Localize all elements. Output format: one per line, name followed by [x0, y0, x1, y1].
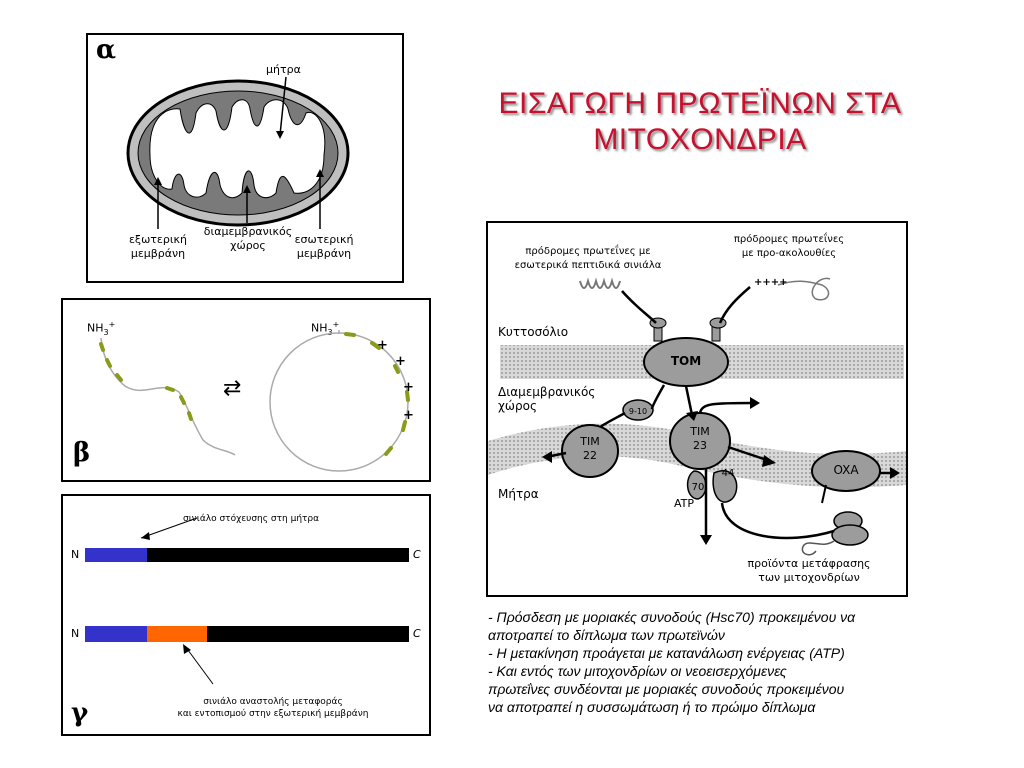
- note-line-6: να αποτραπεί η συσσωμάτωση ή το πρώιμο δ…: [488, 699, 816, 715]
- title-line-1: ΕΙΣΑΓΩΓΗ ΠΡΩΤΕΪΝΩΝ ΣΤΑ: [498, 87, 902, 120]
- label-tim23: TIM 23: [690, 425, 710, 452]
- unfolded-peptide: [100, 337, 236, 456]
- note-line-3: - Η μετακίνηση προάγεται με κατανάλωση ε…: [488, 645, 845, 661]
- tim22-complex: [561, 424, 619, 478]
- note-line-1: - Πρόσδεση με μοριακές συνοδούς (Hsc70) …: [488, 609, 856, 625]
- label-precursors-internal: πρόδρομες πρωτεΐνες με εσωτερικά πεπτιδι…: [514, 246, 662, 271]
- label-tim44: 44: [721, 468, 735, 479]
- plus-charge-3: +: [403, 380, 414, 395]
- label-tim22: TIM 22: [580, 435, 600, 462]
- nh3-label-left: NH3+: [87, 320, 116, 337]
- panel-letter-beta: β: [73, 438, 91, 468]
- label-tom: TOM: [670, 354, 702, 368]
- plus-charge-4: +: [403, 408, 414, 423]
- label-stop-transfer-signal: σινιάλο αναστολής μεταφοράς και εντοπισμ…: [177, 697, 369, 719]
- panel-gamma: γ σινιάλο στόχευσης στη μήτρα N C N C σι…: [61, 494, 431, 736]
- signal-bars-diagram: [85, 517, 409, 685]
- panel-letter-alpha: α: [96, 35, 117, 65]
- bar-2-stop-signal: [147, 626, 207, 642]
- oxa-complex: [811, 450, 881, 492]
- panel-letter-gamma: γ: [71, 698, 89, 728]
- nh3-label-right: NH3+: [311, 320, 340, 337]
- label-matrix: Μήτρα: [498, 487, 539, 501]
- label-small-tims: 9-10: [628, 407, 648, 416]
- bar-2-n-terminus: N: [71, 627, 80, 640]
- label-oxa: OXA: [833, 463, 859, 477]
- label-cytosol: Κυττοσόλιο: [498, 325, 569, 339]
- bar-1-signal: [85, 548, 147, 562]
- mitochondrion-diagram: [126, 76, 350, 229]
- bar-1-c-terminus: C: [413, 548, 421, 561]
- bar-2-signal: [85, 626, 147, 642]
- equilibrium-arrows: ⇄: [223, 376, 242, 401]
- note-line-2: αποτραπεί το δίπλωμα των πρωτεϊνών: [488, 627, 725, 643]
- label-inner-membrane: εσωτερική μεμβράνη: [294, 233, 354, 260]
- small-tims: [622, 399, 654, 421]
- panel-beta: β NH3+ NH3+ ⇄ + + + +: [61, 298, 431, 482]
- plus-charge-2: +: [395, 354, 406, 369]
- page-title: ΕΙΣΑΓΩΓΗ ΠΡΩΤΕΪΝΩΝ ΣΤΑ ΜΙΤΟΧΟΝΔΡΙΑ: [405, 86, 995, 158]
- bar-2-body: [207, 626, 409, 642]
- presequence-charges: ++++: [754, 277, 788, 288]
- helix-diagram: [99, 330, 410, 472]
- import-machinery-diagram: [488, 277, 906, 556]
- label-matrix: μήτρα: [266, 63, 301, 76]
- note-line-4: - Και εντός των μιτοχονδρίων οι νεοεισερ…: [488, 663, 787, 679]
- label-outer-membrane: εξωτερική μεμβράνη: [128, 233, 188, 260]
- label-intermembrane-space: Διαμεμβρανικός χώρος: [498, 385, 596, 413]
- label-hsp70: 70: [691, 482, 705, 493]
- bar-1-n-terminus: N: [71, 548, 80, 561]
- label-precursors-presequence: πρόδρομες πρωτεΐνες με προ-ακολουθίες: [733, 234, 845, 259]
- label-intermembrane-space: διαμεμβρανικός χώρος: [203, 225, 293, 252]
- label-matrix-targeting-signal: σινιάλο στόχευσης στη μήτρα: [183, 514, 320, 524]
- title-line-2: ΜΙΤΟΧΟΝΔΡΙΑ: [593, 123, 807, 156]
- notes-text: - Πρόσδεση με μοριακές συνοδούς (Hsc70) …: [488, 608, 1008, 716]
- label-atp: ATP: [673, 497, 695, 510]
- bar-2-c-terminus: C: [413, 627, 421, 640]
- note-line-5: πρωτεΐνες συνδέονται με μοριακές συνοδού…: [488, 681, 845, 697]
- panel-import-machinery: πρόδρομες πρωτεΐνες με εσωτερικά πεπτιδι…: [486, 221, 908, 597]
- bar-1-body: [147, 548, 409, 562]
- panel-alpha: α μήτρα εξωτερική μεμβράνη διαμεμβρανικό…: [86, 33, 404, 283]
- plus-charge-1: +: [377, 338, 388, 353]
- label-mito-products: προϊόντα μετάφρασης των μιτοχονδρίων: [747, 557, 871, 584]
